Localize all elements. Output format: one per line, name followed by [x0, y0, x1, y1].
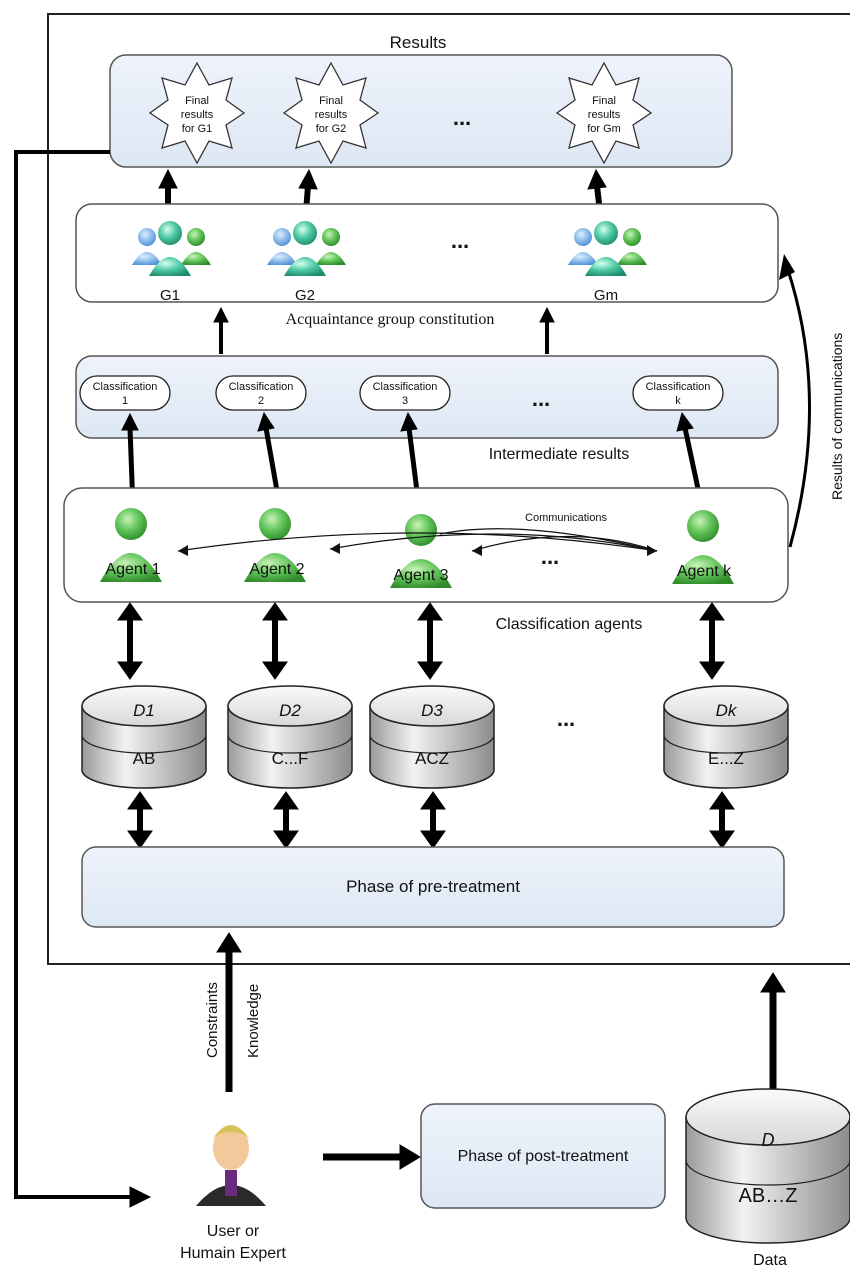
data-database: [685, 1088, 850, 1244]
classification-k-line2: k: [675, 395, 681, 407]
group-label-g1: G1: [160, 287, 180, 304]
star-g2-line2: results: [315, 109, 348, 121]
results-of-communications-label: Results of communications: [829, 333, 845, 500]
database-d1: [81, 685, 207, 789]
arrow-data-to-system: [760, 972, 786, 1090]
agent-1-icon: [100, 508, 162, 582]
user-label-line1: User or: [207, 1223, 260, 1240]
groups-caption: Acquaintance group constitution: [286, 311, 495, 328]
group-label-gm: Gm: [594, 287, 618, 304]
final-results-star-g1: Final results for G1: [148, 61, 246, 165]
posttreatment-label: Phase of post-treatment: [458, 1148, 629, 1165]
data-database-content: AB…Z: [739, 1185, 798, 1207]
classification-k: Classification k: [632, 375, 724, 411]
classification-3-line2: 3: [402, 395, 408, 407]
agent-1-label: Agent 1: [105, 561, 160, 578]
arrows-intermediate-to-groups: [213, 306, 555, 354]
classification-k-line1: Classification: [646, 381, 711, 393]
database-d3-name: D3: [421, 701, 443, 720]
intermediate-caption: Intermediate results: [489, 446, 630, 463]
classification-3: Classification 3: [359, 375, 451, 411]
database-d2: [227, 685, 353, 789]
arrow-results-to-user: [14, 150, 152, 1208]
communications-label: Communications: [525, 512, 607, 524]
agent-k-icon: [672, 510, 734, 584]
pretreatment-panel: [81, 846, 785, 928]
groups-ellipsis: ...: [451, 228, 469, 253]
pretreatment-label: Phase of pre-treatment: [346, 877, 520, 896]
arrows-databases-pretreatment: [127, 791, 735, 849]
communication-arrows: [177, 528, 658, 552]
arrow-user-to-pretreatment: [216, 932, 242, 1092]
final-results-star-gm: Final results for Gm: [555, 61, 653, 165]
classification-3-line1: Classification: [373, 381, 438, 393]
user-label-line2: Humain Expert: [180, 1245, 286, 1262]
results-ellipsis: ...: [453, 105, 471, 130]
knowledge-label: Knowledge: [245, 984, 262, 1058]
data-database-name: D: [762, 1130, 775, 1150]
classification-2-line1: Classification: [229, 381, 294, 393]
group-g2-icon: [267, 221, 346, 276]
database-d3: [369, 685, 495, 789]
agents-ellipsis: ...: [541, 544, 559, 569]
database-d3-content: ACZ: [415, 749, 449, 768]
group-label-g2: G2: [295, 287, 315, 304]
database-d2-content: C...F: [272, 749, 309, 768]
group-g1-icon: [132, 221, 211, 276]
final-results-star-g2: Final results for G2: [282, 61, 380, 165]
agent-3-label: Agent 3: [393, 567, 448, 584]
user-expert-icon: [196, 1125, 266, 1206]
classification-2: Classification 2: [215, 375, 307, 411]
agent-2-icon: [244, 508, 306, 582]
agent-2-label: Agent 2: [249, 561, 304, 578]
star-g2-line1: Final: [319, 95, 343, 107]
star-g2-line3: for G2: [316, 123, 347, 135]
agent-k-label: Agent k: [677, 563, 732, 580]
results-of-communications-arrow: [786, 269, 811, 548]
constraints-label: Constraints: [204, 982, 221, 1058]
star-gm-line1: Final: [592, 95, 616, 107]
arrows-agents-databases: [117, 602, 725, 680]
database-d1-content: AB: [133, 749, 156, 768]
database-dk-content: E...Z: [708, 749, 744, 768]
star-g1-line3: for G1: [182, 123, 213, 135]
star-gm-line2: results: [588, 109, 621, 121]
database-dk: [663, 685, 789, 789]
database-ellipsis: ...: [557, 706, 575, 731]
system-frame: [47, 13, 850, 965]
star-gm-line3: for Gm: [587, 123, 621, 135]
intermediate-ellipsis: ...: [532, 386, 550, 411]
star-g1-line2: results: [181, 109, 214, 121]
classification-2-line2: 2: [258, 395, 264, 407]
data-caption: Data: [753, 1252, 787, 1269]
arrow-user-to-posttreatment: [323, 1144, 421, 1170]
group-gm-icon: [568, 221, 647, 276]
classification-1-line1: Classification: [93, 381, 158, 393]
posttreatment-panel: [420, 1103, 666, 1209]
results-of-communications-arrowhead: [779, 254, 795, 280]
groups-panel: [75, 203, 779, 303]
classification-1: Classification 1: [79, 375, 171, 411]
database-d2-name: D2: [279, 701, 301, 720]
classification-1-line2: 1: [122, 395, 128, 407]
database-d1-name: D1: [133, 701, 155, 720]
communication-arrowheads: [178, 543, 657, 556]
results-title: Results: [390, 33, 447, 52]
star-g1-line1: Final: [185, 95, 209, 107]
database-dk-name: Dk: [716, 701, 738, 720]
agents-caption: Classification agents: [496, 616, 643, 633]
